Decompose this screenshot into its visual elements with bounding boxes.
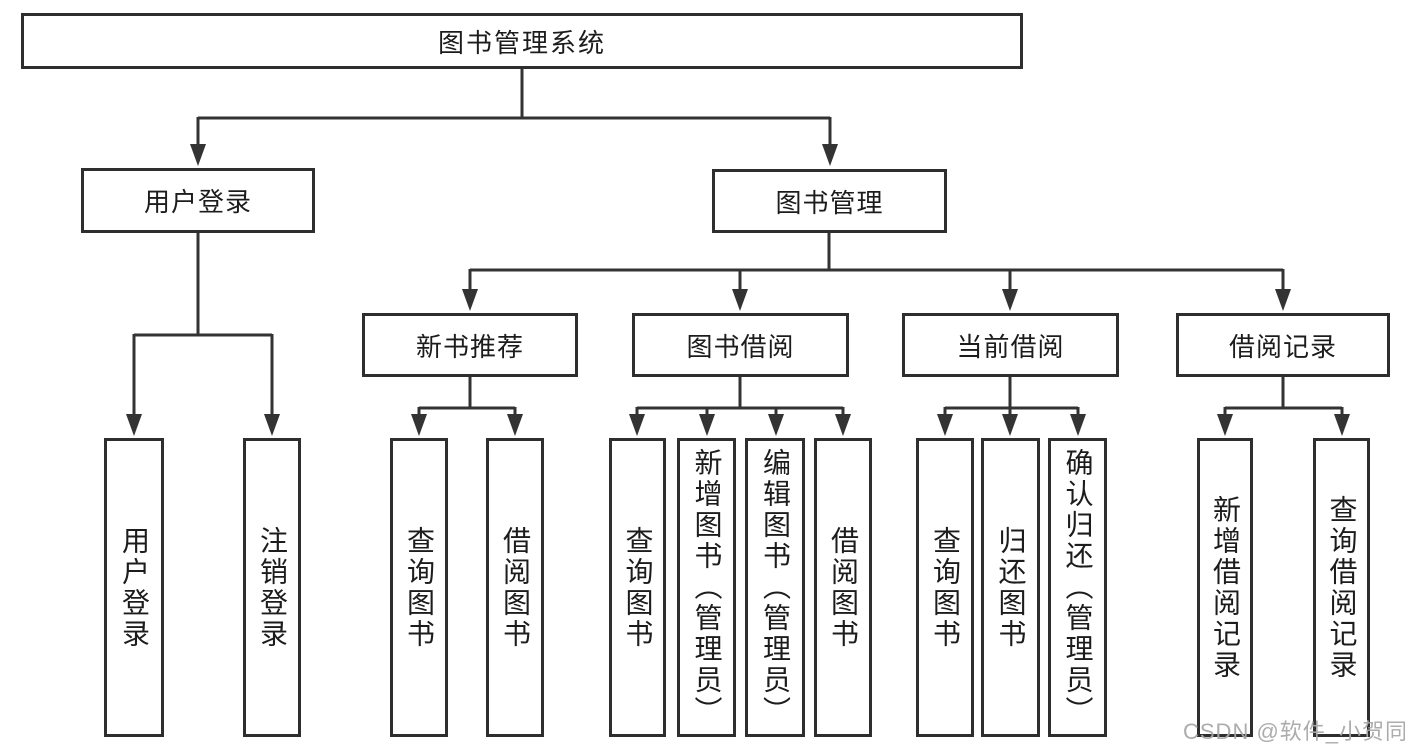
leaf-confirm-return-admin: 确认归还（管理员） bbox=[1048, 438, 1107, 737]
leaf-user-login: 用户登录 bbox=[104, 438, 164, 737]
leaf-logout: 注销登录 bbox=[243, 438, 301, 737]
leaf-return-book: 归还图书 bbox=[981, 438, 1040, 737]
node-book-management: 图书管理 bbox=[712, 169, 947, 233]
leaf-edit-book-admin: 编辑图书（管理员） bbox=[745, 438, 805, 737]
leaf-add-book-admin: 新增图书（管理员） bbox=[677, 438, 736, 737]
leaf-query-books-borrow: 查询图书 bbox=[609, 438, 666, 737]
node-new-book-recommendation: 新书推荐 bbox=[362, 313, 578, 377]
leaf-query-borrow-record: 查询借阅记录 bbox=[1313, 438, 1370, 737]
node-borrowing-records: 借阅记录 bbox=[1176, 313, 1390, 377]
node-book-borrowing: 图书借阅 bbox=[632, 313, 849, 377]
leaf-query-books-current: 查询图书 bbox=[916, 438, 974, 737]
node-current-borrowing: 当前借阅 bbox=[902, 313, 1119, 377]
leaf-borrow-books: 借阅图书 bbox=[814, 438, 872, 737]
csdn-watermark: CSDN @软件_小贺同学 bbox=[1183, 719, 1405, 744]
leaf-add-borrow-record: 新增借阅记录 bbox=[1197, 438, 1253, 737]
leaf-query-books-recommend: 查询图书 bbox=[390, 438, 448, 737]
node-user-login: 用户登录 bbox=[81, 168, 315, 233]
leaf-borrow-books-recommend: 借阅图书 bbox=[486, 438, 544, 737]
node-root-title: 图书管理系统 bbox=[21, 13, 1023, 69]
